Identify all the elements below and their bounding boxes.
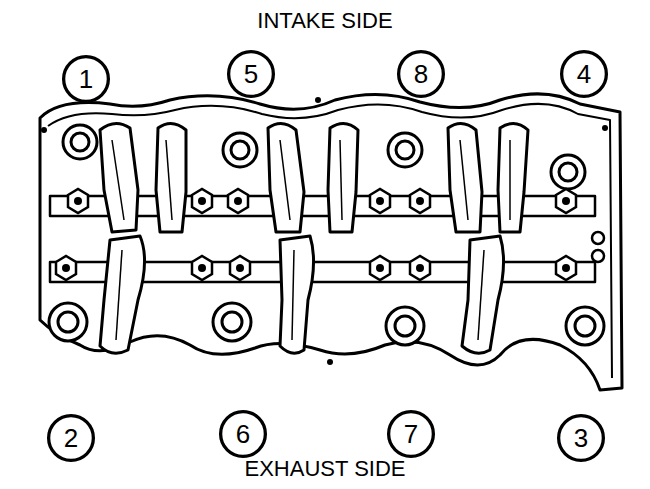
callout-circle: 1 xyxy=(61,54,111,104)
callout-circle: 3 xyxy=(556,413,606,463)
callout-circle: 8 xyxy=(396,49,446,99)
callout-number: 1 xyxy=(61,54,111,104)
callout-number: 2 xyxy=(46,413,96,463)
callout-circle: 4 xyxy=(559,49,609,99)
callout-number: 4 xyxy=(559,49,609,99)
callout-number: 3 xyxy=(556,413,606,463)
callout-number: 7 xyxy=(386,409,436,459)
callout-number: 5 xyxy=(226,49,276,99)
callout-circle: 7 xyxy=(386,409,436,459)
callout-number: 6 xyxy=(218,409,268,459)
callout-number: 8 xyxy=(396,49,446,99)
callout-circle: 6 xyxy=(218,409,268,459)
side-label: EXHAUST SIDE xyxy=(245,456,406,482)
side-label: INTAKE SIDE xyxy=(257,8,392,34)
callout-circle: 2 xyxy=(46,413,96,463)
callout-circle: 5 xyxy=(226,49,276,99)
